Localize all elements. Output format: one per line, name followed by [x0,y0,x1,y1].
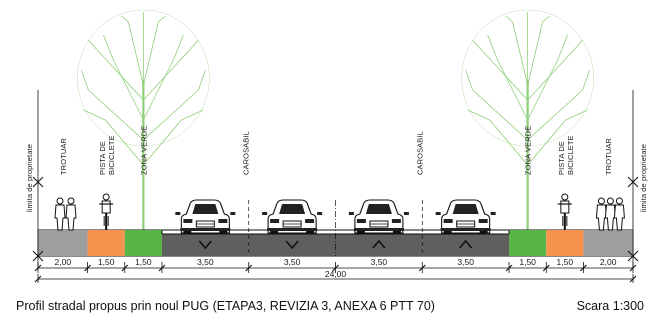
pedestrian-icon [604,197,616,231]
zone-label-trotuar-right: TROTUAR [604,138,613,175]
dimension-tick-slash [580,264,587,272]
direction-arrow-icon [198,240,212,250]
dimension-label: 1,50 [519,257,536,267]
dimension-tick-slash [505,264,513,272]
zone-label-lane-3: CAROSABIL [415,131,424,175]
dimension-label: 2,00 [55,257,72,267]
zone-label-green-left: ZONA VERDE [139,126,148,175]
zone-green-left [124,230,162,256]
pedestrian-icon [65,197,77,231]
dimension-tick-slash [158,264,166,272]
figures-layer [54,193,625,235]
car-icon [348,199,410,235]
zone-lane-1 [161,234,249,256]
limit-cross-icon [627,176,639,188]
dimension-label: 2,00 [600,257,617,267]
dimension-tick-slash [332,264,339,272]
tree-icon [461,9,594,230]
direction-arrow-icon [372,239,386,249]
dimension-label: 3,50 [284,257,301,267]
zone-label-bike-left: BICICLETE [107,135,116,175]
zone-label-lane-1: CAROSABIL [242,131,251,175]
pedestrian-icon [595,197,607,231]
dimensions-layer: 2,00 1,50 1,50 3,50 3,50 3,50 3,50 1,50 1,50 2,00… [34,257,637,283]
car-icon [261,199,323,235]
direction-arrow-icon [285,240,299,250]
zone-bike-right [546,230,584,256]
car-icon [435,199,497,235]
zone-green-right [509,230,547,256]
pedestrian-icon [54,197,66,231]
pedestrian-icon [613,197,625,231]
zone-trotuar-right [583,230,633,256]
dimension-tick-slash [542,264,550,272]
labels-layer: limita de proprietate limita de proprieta… [25,126,648,212]
drawing-scale: Scara 1:300 [576,299,644,313]
limit-cross-icon [627,250,639,262]
drawing-caption: Profil stradal propus prin noul PUG (ETA… [16,299,435,313]
zone-lane-4 [422,234,510,256]
zone-label-bike-left: PISTA DE [98,141,107,175]
zone-label-bike-right: BICICLETE [566,135,575,175]
zone-trotuar-left [38,230,88,256]
zone-label-bike-right: PISTA DE [557,141,566,175]
trees-layer [77,9,594,230]
property-limit-label: limita de proprietate [25,144,34,212]
zone-label-green-right: ZONA VERDE [524,126,533,175]
tree-icon [77,9,210,230]
dimension-label: 1,50 [557,257,574,267]
dimension-label: 3,50 [371,257,388,267]
dimension-label: 1,50 [98,257,115,267]
dimension-tick-slash [84,264,91,272]
zone-lane-3 [335,234,423,256]
dimension-tick-slash [245,264,253,272]
zone-label-trotuar-left: TROTUAR [59,138,68,175]
dimension-tick-slash [34,264,42,272]
zone-lane-2 [248,234,336,256]
total-width-label: 24,00 [325,269,347,279]
dimension-tick-slash [418,264,426,272]
road-layer [32,90,639,268]
direction-arrow-icon [459,239,473,249]
car-icon [174,199,236,235]
dimension-tick-slash [121,264,129,272]
dimension-tick-slash [629,264,637,272]
limit-cross-icon [32,250,44,262]
zone-bike-left [87,230,125,256]
cyclist-icon [98,193,115,231]
dimension-label: 1,50 [135,257,152,267]
property-limit-label: limita de proprietate [639,144,648,212]
limit-cross-icon [32,176,44,188]
dimension-label: 3,50 [457,257,474,267]
dimension-label: 3,50 [197,257,214,267]
cyclist-icon [556,193,573,231]
